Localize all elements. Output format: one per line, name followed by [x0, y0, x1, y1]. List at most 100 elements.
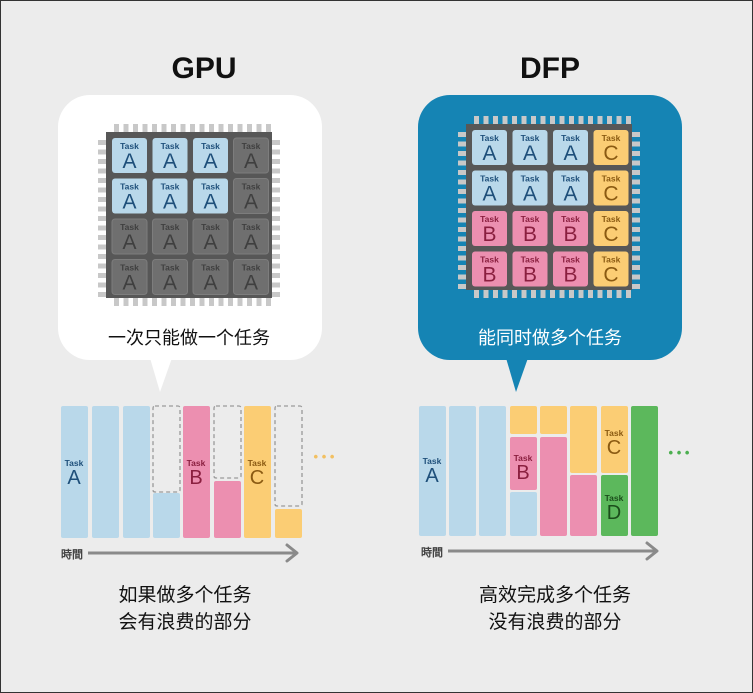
dfp-chip-pin [626, 116, 631, 124]
gpu-chip-core-letter: A [122, 272, 136, 295]
gpu-chip-core-task-label: Task [201, 182, 220, 192]
dfp-chip-core-letter: A [523, 142, 537, 165]
dfp-chip-pin [458, 151, 466, 156]
gpu-chip-pin [98, 225, 106, 231]
dfp-chip-core-2-2 [553, 211, 588, 246]
gpu-chip-pin [98, 254, 106, 259]
gpu-timeline-bar-a [123, 406, 150, 538]
gpu-chip-core-3-2 [192, 259, 229, 295]
dfp-title: DFP [520, 52, 580, 85]
gpu-chip-core-task-label: Task [242, 182, 261, 192]
gpu-chip-pin [266, 298, 271, 306]
gpu-chip-pin [272, 216, 280, 221]
dfp-chip-pin [458, 132, 466, 137]
dfp-caption-line1: 高效完成多个任务 [478, 584, 631, 606]
dfp-chip-pin [597, 116, 603, 124]
gpu-chip-pin [98, 187, 106, 193]
gpu-chip-pin [123, 124, 129, 132]
gpu-timeline-bar-a [61, 406, 88, 538]
dfp-timeline-label-d-task-word: Task [605, 493, 624, 503]
gpu-chip-pin [272, 168, 280, 174]
gpu-chip-core-task-label: Task [161, 182, 180, 192]
dfp-chip-pin [550, 116, 555, 124]
dfp-timeline-bar-a [419, 406, 446, 536]
dfp-chip-pin [458, 170, 466, 175]
gpu-title: GPU [171, 52, 237, 85]
gpu-timeline-label-c-task-word: Task [248, 458, 267, 468]
dfp-chip-pin [588, 290, 593, 298]
gpu-chip-core-letter: A [244, 191, 258, 214]
dfp-chip-core-2-1 [512, 211, 548, 246]
gpu-chip-pin [98, 235, 106, 240]
dfp-timeline-label-a-letter: A [425, 465, 439, 487]
dfp-chip-core-task-label: Task [602, 214, 621, 224]
dfp-chip-core-letter: C [603, 223, 618, 246]
gpu-chip-pin [237, 298, 243, 306]
gpu-chip-pin [272, 254, 280, 259]
gpu-chip-core-letter: A [203, 191, 217, 214]
gpu-chip-pin [98, 273, 106, 278]
dfp-chip-pin [559, 116, 565, 124]
gpu-chip-core-task-label: Task [201, 222, 220, 232]
gpu-chip-pin [209, 124, 214, 132]
dfp-timeline-label-b-task-word: Task [514, 453, 533, 463]
dfp-timeline-bar-a [510, 492, 537, 536]
dfp-chip-pin [578, 290, 584, 298]
gpu-chip-core-letter: A [163, 231, 177, 254]
gpu-chip-pin [171, 298, 176, 306]
dfp-chip-pin [512, 290, 517, 298]
gpu-chip-pin [256, 124, 262, 132]
dfp-chip-pin [493, 116, 498, 124]
gpu-chip-pin [199, 124, 205, 132]
gpu-chip-core-1-0 [112, 178, 147, 214]
dfp-chip-pin [626, 290, 631, 298]
dfp-chip-pin [559, 290, 565, 298]
gpu-chip-pin [152, 124, 157, 132]
gpu-chip-core-task-label: Task [120, 263, 139, 273]
gpu-chip-pin [237, 124, 243, 132]
gpu-chip-core-2-1 [152, 218, 188, 255]
dfp-time-axis-arrowhead [645, 541, 659, 561]
gpu-chip-pin [98, 159, 106, 164]
dfp-chip-pin [531, 290, 536, 298]
dfp-chip-pin [540, 290, 546, 298]
gpu-timeline-label-b-task-word: Task [187, 458, 206, 468]
dfp-chip-pin [458, 246, 466, 251]
gpu-time-axis-arrowhead [285, 543, 299, 563]
gpu-chip-pin [98, 178, 106, 183]
dfp-chip-pin [569, 290, 574, 298]
gpu-chip-pin [152, 298, 157, 306]
gpu-timeline-ellipsis: • • • [314, 449, 335, 464]
dfp-chip-pin [632, 198, 640, 204]
dfp-timeline-bar-d [631, 406, 658, 536]
gpu-chip-pin [161, 298, 167, 306]
gpu-chip-pin [272, 206, 280, 212]
dfp-chip-pin [458, 198, 466, 204]
dfp-chip-core-task-label: Task [602, 255, 621, 265]
dfp-chip-core-letter: B [482, 264, 496, 287]
gpu-chip-pin [272, 178, 280, 183]
dfp-chip-pin [483, 116, 489, 124]
gpu-chip-core-1-3 [233, 178, 269, 214]
dfp-chip-pin [550, 290, 555, 298]
dfp-chip-pin [632, 217, 640, 223]
dfp-chip-pin [458, 236, 466, 242]
dfp-chip-core-letter: C [603, 264, 618, 287]
gpu-timeline-bar-c [244, 406, 271, 538]
gpu-chip-core-0-1 [152, 138, 188, 173]
dfp-chip-pin [458, 208, 466, 213]
gpu-chip-pin [98, 244, 106, 250]
gpu-timeline-waste [274, 405, 303, 507]
dfp-chip-pin [458, 255, 466, 261]
gpu-timeline-label-c-letter: C [250, 467, 264, 489]
dfp-chip-pin [632, 160, 640, 166]
dfp-chip-core-task-label: Task [480, 174, 499, 184]
gpu-chip-pin [272, 159, 280, 164]
dfp-chip-pin [531, 116, 536, 124]
gpu-caption: 如果做多个任务 会有浪费的部分 [35, 582, 335, 636]
dfp-timeline-bar-c [540, 406, 567, 434]
gpu-chip-pin [98, 197, 106, 202]
gpu-chip-core-1-2 [193, 178, 228, 214]
gpu-chip-pin [114, 298, 119, 306]
